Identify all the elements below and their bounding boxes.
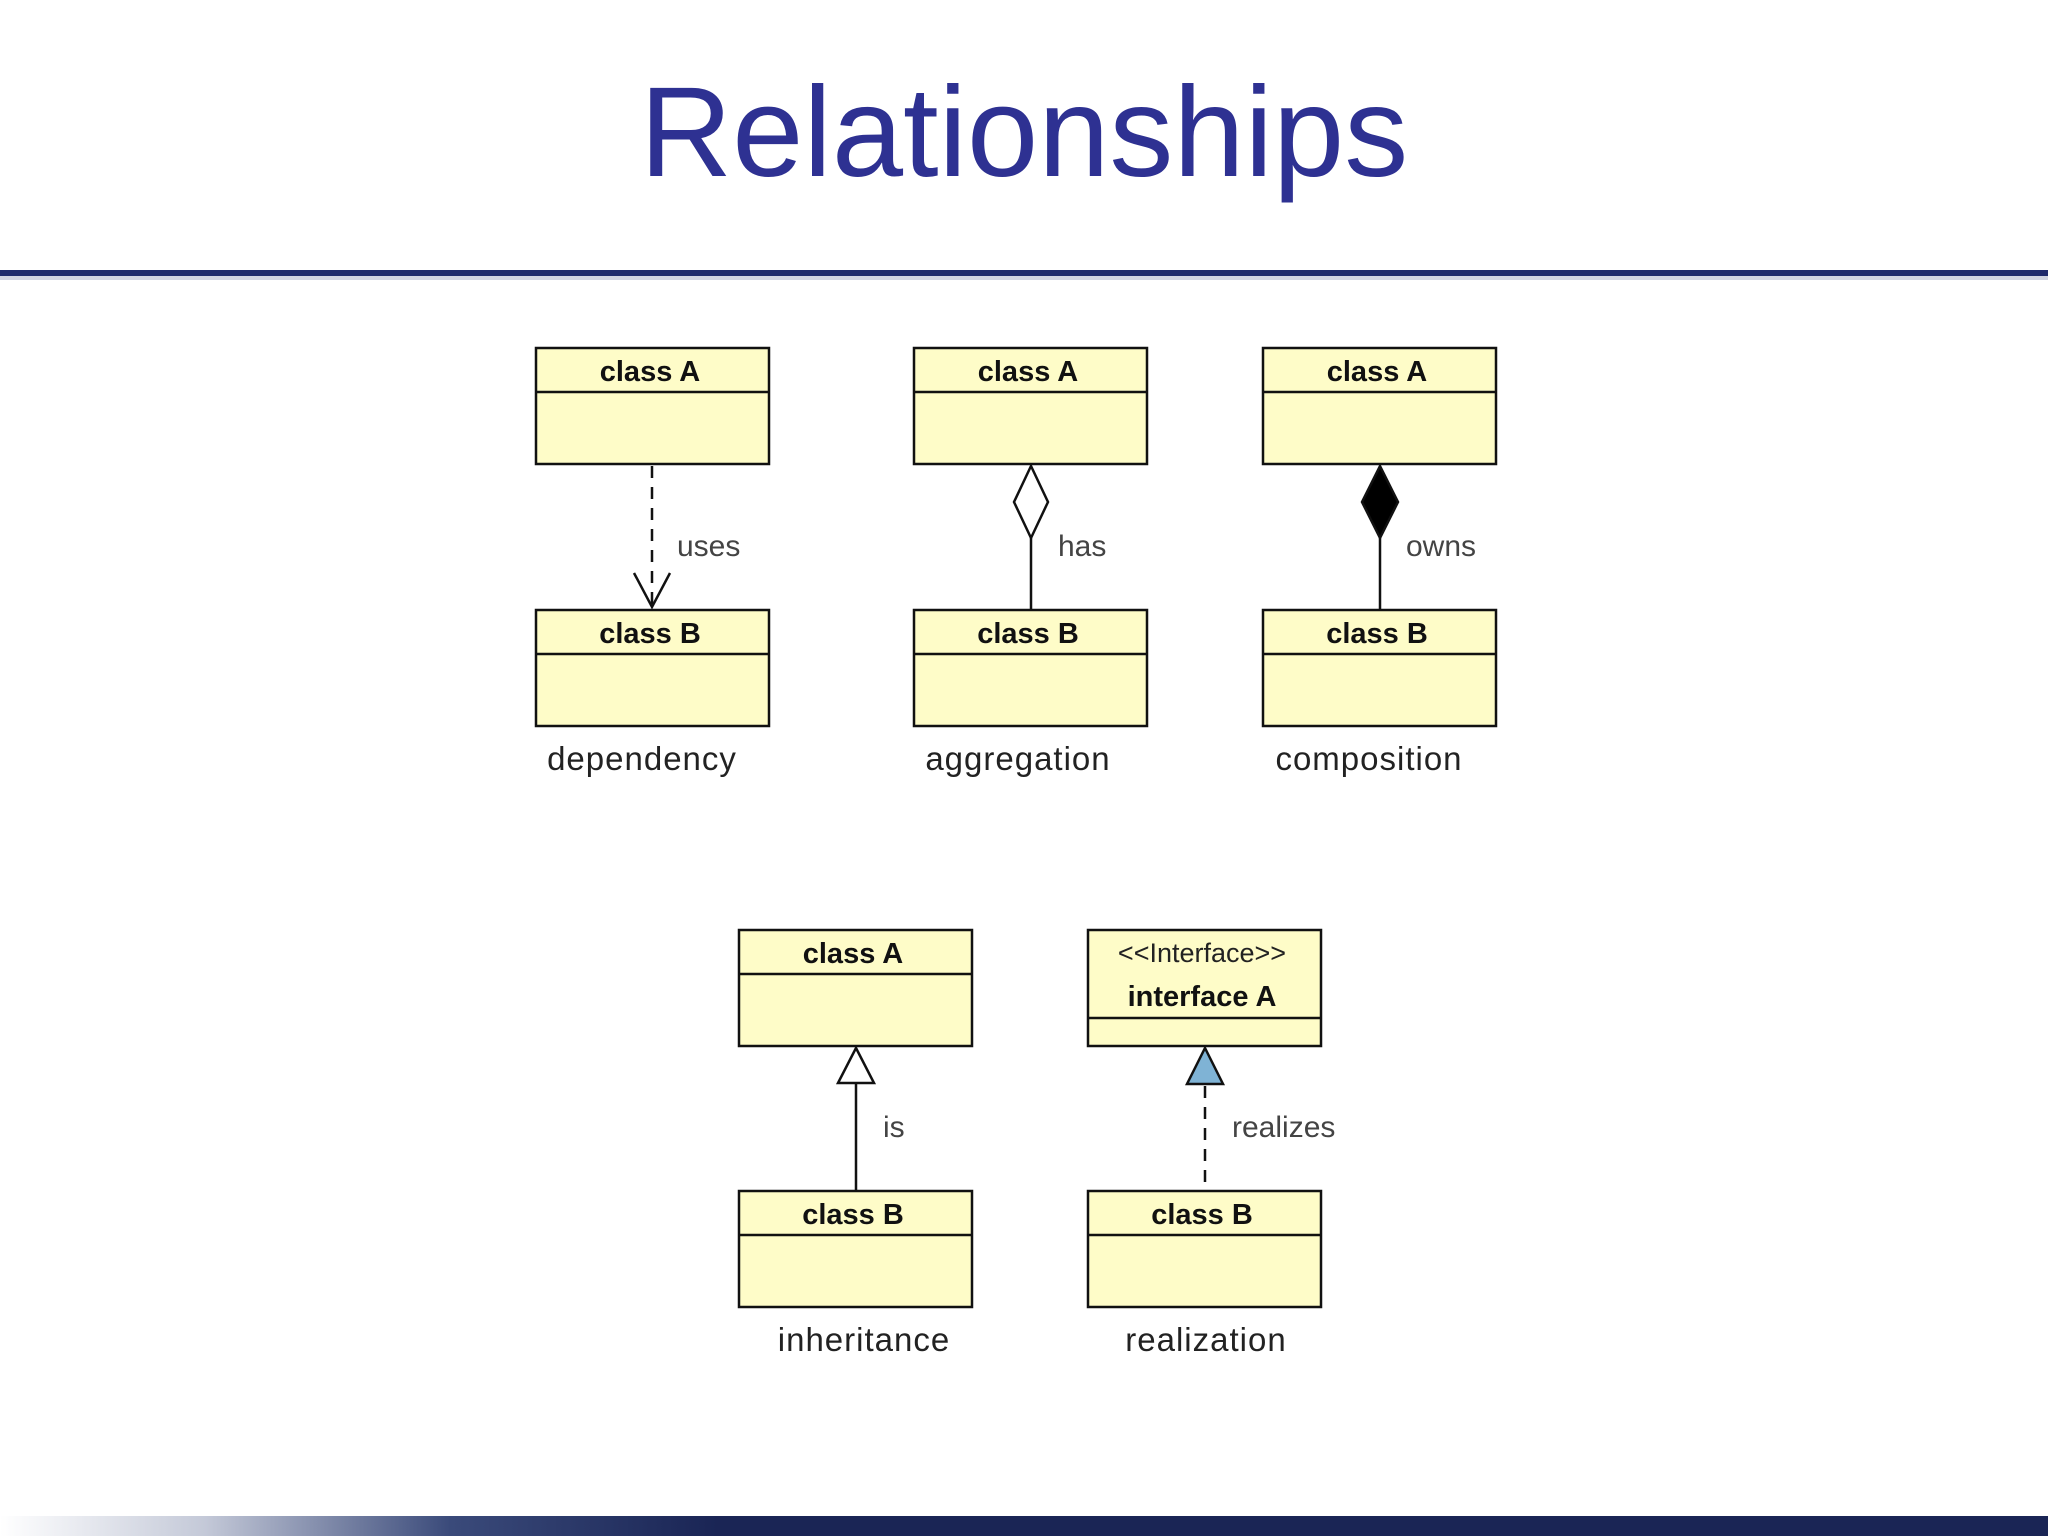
realization-diagram: <<Interface>> interface A realizes class… [1086,928,1335,1358]
realization-caption: realization [1125,1321,1286,1358]
dependency-label: uses [677,530,740,563]
realization-stereotype: <<Interface>> [1118,938,1286,968]
realization-filled-triangle [1184,1045,1226,1086]
inheritance-hollow-triangle [835,1045,877,1085]
dependency-class-a-name: class A [600,356,701,388]
dependency-open-arrowhead [632,572,672,610]
title-divider-shadow [0,276,2048,280]
dependency-class-a: class A [534,346,771,466]
dependency-class-b: class B [534,608,771,728]
aggregation-class-b: class B [912,608,1149,728]
inheritance-class-b: class B [737,1189,974,1309]
aggregation-caption: aggregation [925,740,1110,777]
slide-title: Relationships [639,61,1409,204]
realization-interface-a-name: interface A [1128,981,1277,1013]
realization-class-b-name: class B [1151,1199,1253,1231]
inheritance-class-a: class A [737,928,974,1048]
composition-caption: composition [1275,740,1462,777]
realization-label: realizes [1232,1111,1335,1144]
inheritance-caption: inheritance [778,1321,950,1358]
title-divider [0,270,2048,276]
dependency-caption: dependency [547,740,737,777]
composition-diagram: class A owns class B composition [1261,346,1498,777]
inheritance-diagram: class A is class B inheritance [737,928,974,1358]
inheritance-class-b-name: class B [802,1199,904,1231]
realization-interface-a: <<Interface>> interface A [1086,928,1323,1048]
composition-class-a-name: class A [1327,356,1428,388]
aggregation-label: has [1058,530,1106,563]
aggregation-class-b-name: class B [977,618,1079,650]
composition-class-b: class B [1261,608,1498,728]
composition-label: owns [1406,530,1476,563]
composition-class-b-name: class B [1326,618,1428,650]
dependency-class-b-name: class B [599,618,701,650]
aggregation-hollow-diamond [1012,463,1050,541]
inheritance-label: is [883,1111,905,1144]
inheritance-class-a-name: class A [803,938,904,970]
composition-class-a: class A [1261,346,1498,466]
realization-class-b: class B [1086,1189,1323,1309]
aggregation-class-a: class A [912,346,1149,466]
footer-gradient-bar [0,1516,2048,1536]
aggregation-diagram: class A has class B aggregation [912,346,1149,777]
aggregation-class-a-name: class A [978,356,1079,388]
dependency-diagram: class A uses class B dependency [534,346,771,777]
composition-filled-diamond [1360,463,1400,541]
